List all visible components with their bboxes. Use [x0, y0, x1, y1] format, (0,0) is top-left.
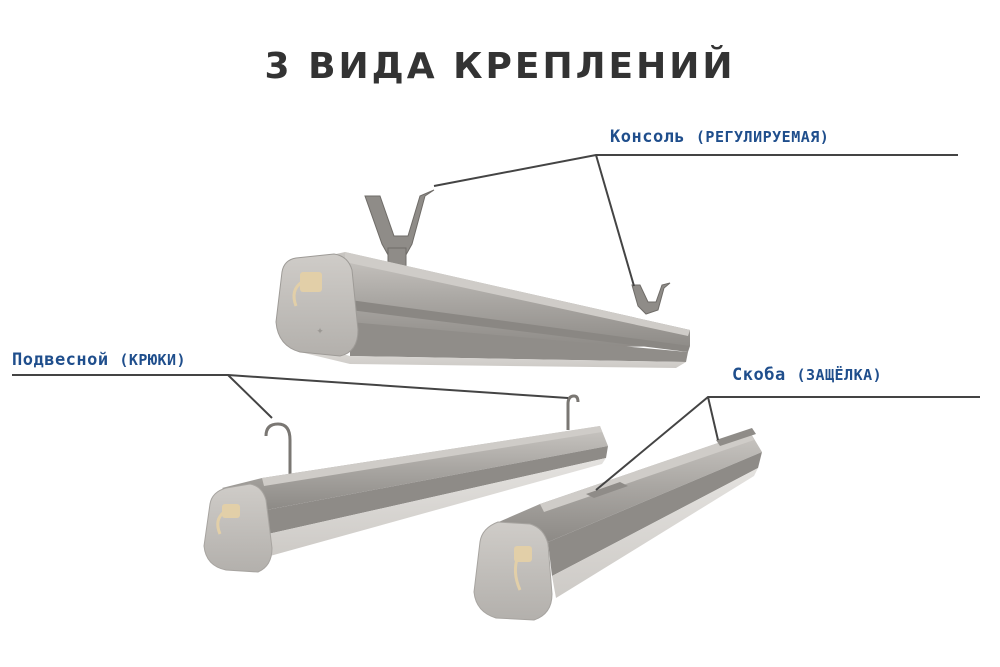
label-hooks-note: (КРЮКИ)	[119, 351, 187, 369]
label-clip-main: Скоба	[732, 365, 786, 385]
console-cable-gland	[300, 272, 322, 292]
leader-hooks-1	[12, 374, 273, 419]
fixture-console: ✦	[275, 189, 690, 368]
label-console: Консоль (РЕГУЛИРУЕМАЯ)	[610, 127, 829, 147]
hook-right	[566, 394, 580, 430]
console-diffuser	[290, 340, 686, 368]
console-end-cap	[275, 253, 359, 357]
label-hooks-main: Подвесной	[12, 350, 109, 370]
label-console-note: (РЕГУЛИРУЕМАЯ)	[695, 128, 830, 146]
leader-lines	[12, 154, 980, 491]
hook-left	[264, 422, 292, 480]
label-clip-note: (ЗАЩЁЛКА)	[796, 366, 883, 384]
hooks-end-cap	[203, 483, 273, 573]
console-housing	[300, 252, 690, 350]
fixture-hooks	[203, 394, 608, 573]
console-bracket-right	[631, 282, 671, 315]
leader-console-2	[595, 154, 635, 287]
label-hooks: Подвесной (КРЮКИ)	[12, 350, 186, 370]
label-clip: Скоба (ЗАЩЁЛКА)	[732, 365, 882, 385]
label-console-main: Консоль	[610, 127, 686, 147]
clip-bracket	[586, 482, 628, 498]
svg-text:✦: ✦	[316, 327, 324, 337]
fixture-clip	[473, 428, 762, 621]
clip-end-cap	[473, 521, 553, 621]
leader-hooks-2	[227, 374, 569, 399]
hooks-housing	[222, 426, 608, 510]
leader-console-1	[433, 154, 958, 187]
console-bracket-left	[364, 189, 435, 271]
leader-clip-2	[707, 396, 719, 441]
page-title: 3 ВИДА КРЕПЛЕНИЙ	[264, 46, 736, 87]
